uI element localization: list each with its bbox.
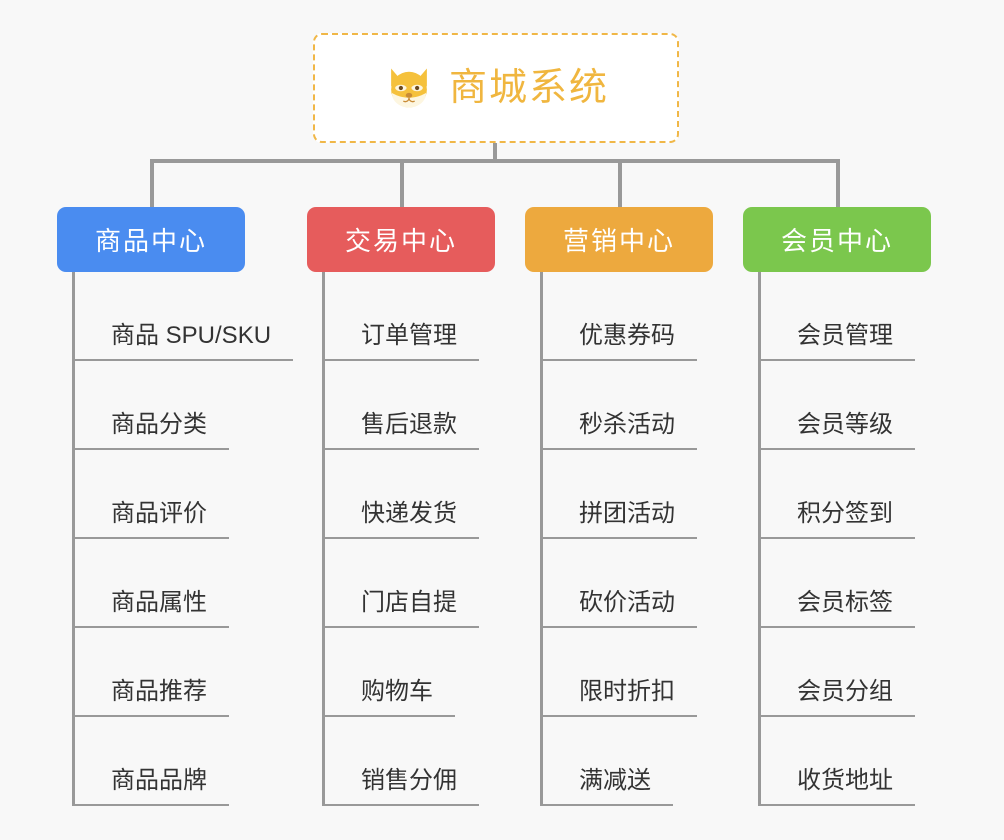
leaf-item-label: 商品品牌 — [75, 767, 229, 806]
branch-column-product-center: 商品中心商品 SPU/SKU 商品分类商品评价商品属性商品推荐商品品牌 — [57, 207, 294, 806]
leaf-item[interactable]: 商品属性 — [75, 539, 293, 628]
leaf-item-label: 快递发货 — [325, 500, 479, 539]
leaf-item[interactable]: 商品品牌 — [75, 717, 293, 806]
leaf-item[interactable]: 拼团活动 — [543, 450, 713, 539]
leaf-item[interactable]: 砍价活动 — [543, 539, 713, 628]
leaf-list-product-center: 商品 SPU/SKU 商品分类商品评价商品属性商品推荐商品品牌 — [72, 272, 294, 806]
connector-root-stem — [493, 143, 497, 162]
leaf-item-label: 订单管理 — [325, 322, 479, 361]
leaf-item-label: 满减送 — [543, 767, 673, 806]
leaf-item[interactable]: 会员管理 — [761, 272, 931, 361]
leaf-item[interactable]: 收货地址 — [761, 717, 931, 806]
connector-drop-4 — [836, 159, 840, 207]
shiba-dog-face-icon — [383, 62, 435, 114]
connector-drop-1 — [150, 159, 154, 207]
leaf-item[interactable]: 优惠券码 — [543, 272, 713, 361]
leaf-item-label: 购物车 — [325, 678, 455, 717]
leaf-item[interactable]: 会员等级 — [761, 361, 931, 450]
branch-column-member-center: 会员中心会员管理会员等级积分签到会员标签会员分组收货地址 — [743, 207, 931, 806]
leaf-item-label: 商品属性 — [75, 589, 229, 628]
leaf-item[interactable]: 快递发货 — [325, 450, 495, 539]
leaf-item[interactable]: 购物车 — [325, 628, 495, 717]
category-header-marketing-center[interactable]: 营销中心 — [525, 207, 713, 272]
leaf-list-marketing-center: 优惠券码秒杀活动拼团活动砍价活动限时折扣满减送 — [540, 272, 713, 806]
leaf-item[interactable]: 门店自提 — [325, 539, 495, 628]
leaf-item-label: 会员等级 — [761, 411, 915, 450]
leaf-item[interactable]: 商品 SPU/SKU — [75, 272, 294, 361]
category-header-trade-center[interactable]: 交易中心 — [307, 207, 495, 272]
leaf-item[interactable]: 商品评价 — [75, 450, 293, 539]
leaf-item-label: 会员管理 — [761, 322, 915, 361]
leaf-item-label: 商品 SPU/SKU — [75, 322, 294, 361]
leaf-item[interactable]: 商品推荐 — [75, 628, 293, 717]
leaf-item-label: 商品推荐 — [75, 678, 229, 717]
leaf-item-label: 会员标签 — [761, 589, 915, 628]
leaf-list-trade-center: 订单管理售后退款快递发货门店自提购物车销售分佣 — [322, 272, 495, 806]
leaf-item[interactable]: 会员标签 — [761, 539, 931, 628]
leaf-item[interactable]: 商品分类 — [75, 361, 293, 450]
leaf-item-label: 售后退款 — [325, 411, 479, 450]
leaf-item-label: 商品分类 — [75, 411, 229, 450]
leaf-item-label: 商品评价 — [75, 500, 229, 539]
leaf-item-label: 拼团活动 — [543, 500, 697, 539]
category-header-product-center[interactable]: 商品中心 — [57, 207, 245, 272]
leaf-item-label: 砍价活动 — [543, 589, 697, 628]
leaf-item[interactable]: 秒杀活动 — [543, 361, 713, 450]
leaf-item[interactable]: 满减送 — [543, 717, 713, 806]
leaf-item[interactable]: 会员分组 — [761, 628, 931, 717]
connector-drop-3 — [618, 159, 622, 207]
leaf-item-label: 限时折扣 — [543, 678, 697, 717]
leaf-item-label: 收货地址 — [761, 767, 915, 806]
leaf-list-member-center: 会员管理会员等级积分签到会员标签会员分组收货地址 — [758, 272, 931, 806]
leaf-item-label: 会员分组 — [761, 678, 915, 717]
leaf-item-label: 积分签到 — [761, 500, 915, 539]
leaf-item-label: 销售分佣 — [325, 767, 479, 806]
leaf-item[interactable]: 限时折扣 — [543, 628, 713, 717]
branch-column-marketing-center: 营销中心优惠券码秒杀活动拼团活动砍价活动限时折扣满减送 — [525, 207, 713, 806]
leaf-item-label: 秒杀活动 — [543, 411, 697, 450]
connector-drop-2 — [400, 159, 404, 207]
connector-bus-bar — [150, 159, 840, 163]
leaf-item-label: 门店自提 — [325, 589, 479, 628]
leaf-item[interactable]: 售后退款 — [325, 361, 495, 450]
root-title: 商城系统 — [448, 67, 609, 109]
leaf-item[interactable]: 订单管理 — [325, 272, 495, 361]
leaf-item[interactable]: 销售分佣 — [325, 717, 495, 806]
leaf-item[interactable]: 积分签到 — [761, 450, 931, 539]
category-header-member-center[interactable]: 会员中心 — [743, 207, 931, 272]
leaf-item-label: 优惠券码 — [543, 322, 697, 361]
branch-column-trade-center: 交易中心订单管理售后退款快递发货门店自提购物车销售分佣 — [307, 207, 495, 806]
root-node-mall-system[interactable]: 商城系统 — [313, 33, 679, 143]
